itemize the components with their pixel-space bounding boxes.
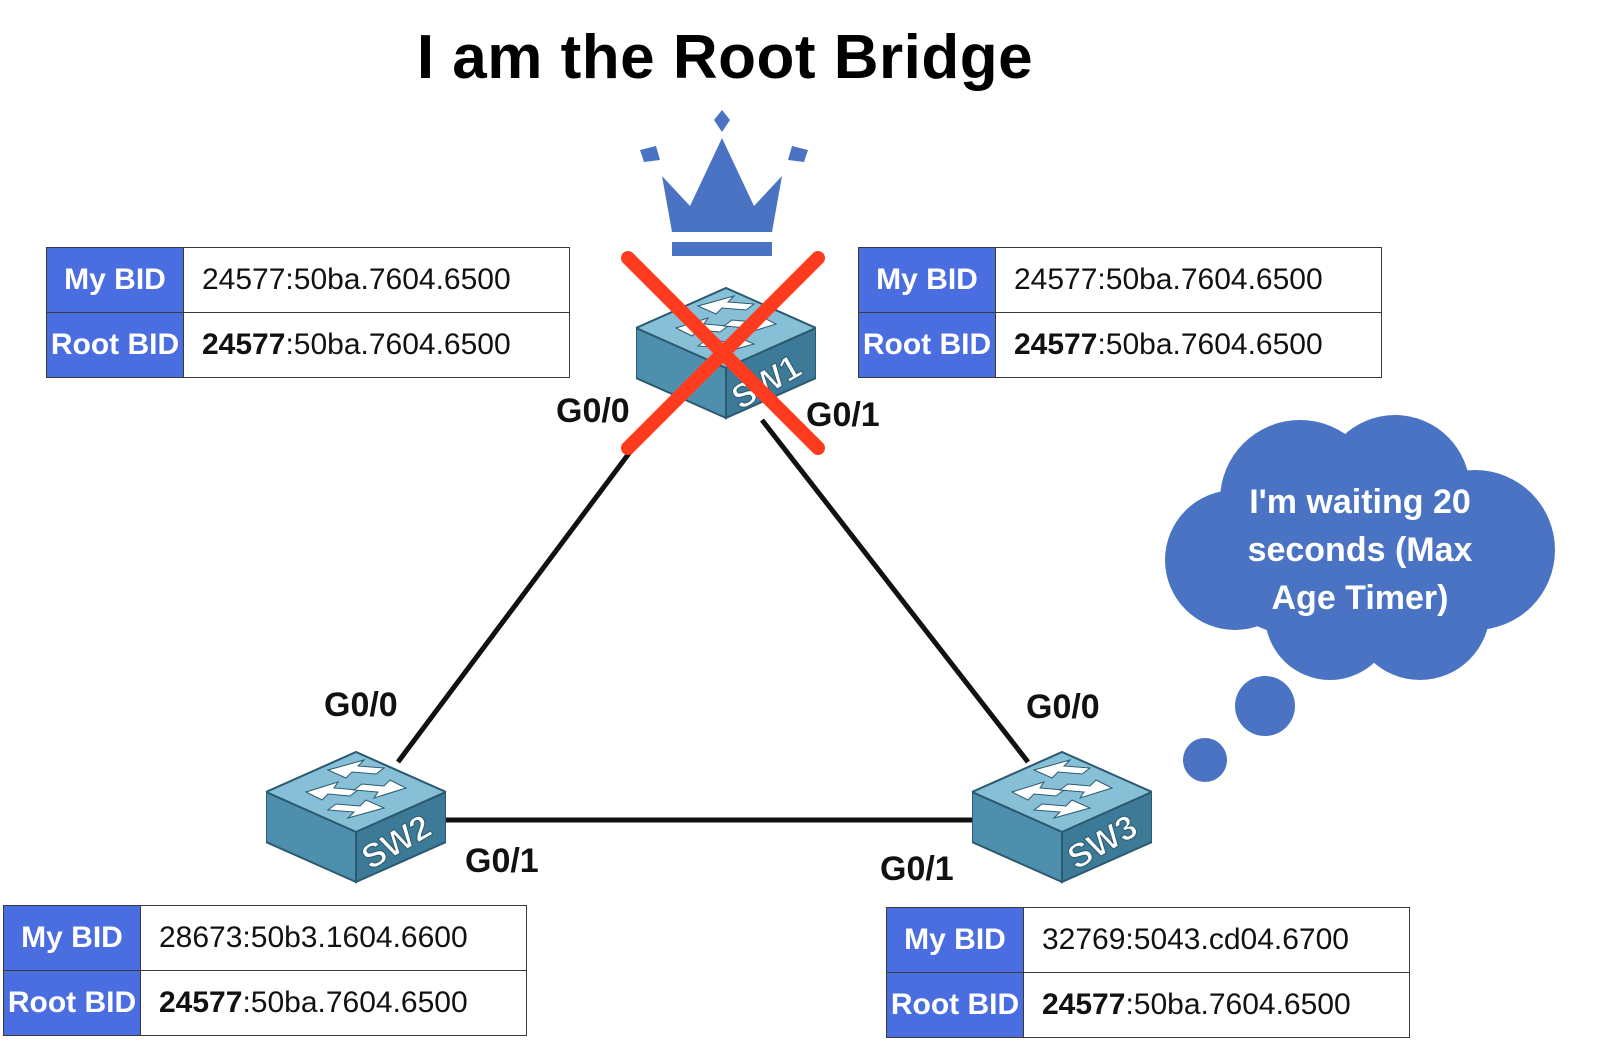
sw1-port-g0-1: G0/1	[806, 396, 880, 434]
root-bid-priority: 24577	[1042, 988, 1126, 1021]
my-bid-label: My BID	[886, 907, 1024, 973]
root-bid-priority: 24577	[159, 986, 243, 1019]
my-bid-value: 24577:50ba.7604.6500	[995, 247, 1382, 313]
root-bid-row: Root BID 24577:50ba.7604.6500	[858, 312, 1382, 378]
root-bid-row: Root BID 24577:50ba.7604.6500	[886, 972, 1410, 1038]
sw1-bid-table-left: My BID 24577:50ba.7604.6500 Root BID 245…	[46, 247, 570, 378]
my-bid-value: 24577:50ba.7604.6500	[183, 247, 570, 313]
thought-cloud-icon	[1165, 415, 1555, 782]
crown-icon	[640, 110, 808, 256]
link-sw1-sw3	[760, 418, 1030, 764]
my-bid-label: My BID	[3, 905, 141, 971]
root-bid-label: Root BID	[46, 312, 184, 378]
root-bid-value: 24577:50ba.7604.6500	[183, 312, 570, 378]
thought-line-2: seconds (Max	[1247, 531, 1473, 569]
my-bid-value: 32769:5043.cd04.6700	[1023, 907, 1410, 973]
my-bid-value: 28673:50b3.1604.6600	[140, 905, 527, 971]
my-bid-row: My BID 32769:5043.cd04.6700	[886, 907, 1410, 973]
thought-line-1: I'm waiting 20	[1249, 483, 1471, 521]
sw3-port-g0-0: G0/0	[1026, 688, 1100, 726]
my-bid-label: My BID	[858, 247, 996, 313]
root-bid-mac: :50ba.7604.6500	[1097, 328, 1323, 361]
root-bid-value: 24577:50ba.7604.6500	[140, 970, 527, 1036]
thought-text: I'm waiting 20 seconds (Max Age Timer)	[1205, 478, 1515, 622]
root-bid-row: Root BID 24577:50ba.7604.6500	[46, 312, 570, 378]
root-bid-mac: :50ba.7604.6500	[285, 328, 511, 361]
root-bid-priority: 24577	[1014, 328, 1098, 361]
root-bid-value: 24577:50ba.7604.6500	[995, 312, 1382, 378]
sw1-port-g0-0: G0/0	[556, 392, 630, 430]
sw3-port-g0-1: G0/1	[880, 850, 954, 888]
root-bid-row: Root BID 24577:50ba.7604.6500	[3, 970, 527, 1036]
thought-line-3: Age Timer)	[1271, 579, 1449, 617]
my-bid-row: My BID 24577:50ba.7604.6500	[46, 247, 570, 313]
link-sw1-sw2	[395, 446, 636, 764]
diagram-title: I am the Root Bridge	[416, 23, 1034, 92]
root-bid-mac: :50ba.7604.6500	[242, 986, 468, 1019]
my-bid-row: My BID 28673:50b3.1604.6600	[3, 905, 527, 971]
root-bid-label: Root BID	[858, 312, 996, 378]
my-bid-row: My BID 24577:50ba.7604.6500	[858, 247, 1382, 313]
root-bid-mac: :50ba.7604.6500	[1125, 988, 1351, 1021]
sw1-bid-table-right: My BID 24577:50ba.7604.6500 Root BID 245…	[858, 247, 1382, 378]
root-bid-label: Root BID	[3, 970, 141, 1036]
cross-icon	[621, 251, 825, 455]
root-bid-label: Root BID	[886, 972, 1024, 1038]
sw3-bid-table: My BID 32769:5043.cd04.6700 Root BID 245…	[886, 907, 1410, 1038]
root-bid-value: 24577:50ba.7604.6500	[1023, 972, 1410, 1038]
my-bid-label: My BID	[46, 247, 184, 313]
sw2-port-g0-0: G0/0	[324, 686, 398, 724]
root-bid-priority: 24577	[202, 328, 286, 361]
sw2-bid-table: My BID 28673:50b3.1604.6600 Root BID 245…	[3, 905, 527, 1036]
sw2-port-g0-1: G0/1	[465, 842, 539, 880]
